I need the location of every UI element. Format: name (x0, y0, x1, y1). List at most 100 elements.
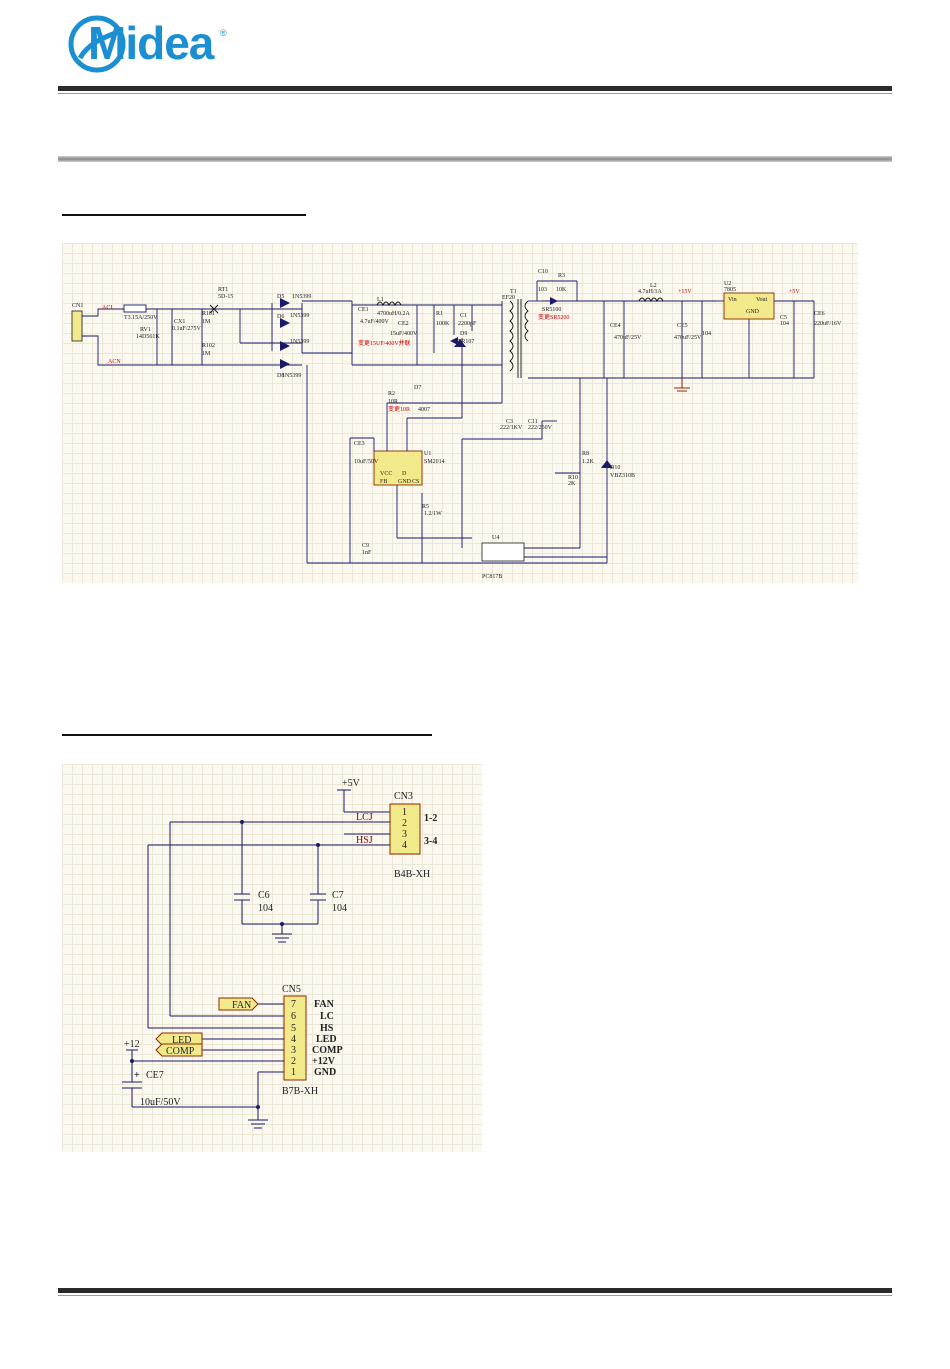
pair-label-1-2: 1-2 (424, 813, 437, 824)
svg-text:1N5399: 1N5399 (282, 373, 301, 379)
svg-text:ACL: ACL (102, 305, 114, 311)
svg-text:D10: D10 (610, 465, 620, 471)
svg-text:+15V: +15V (678, 289, 692, 295)
cn5-function: FAN (314, 999, 335, 1010)
svg-text:104: 104 (780, 321, 789, 327)
midea-logo: Midea ® (68, 14, 238, 74)
cn5-pin: 1 (291, 1067, 296, 1078)
cn3-pin: 2 (402, 818, 407, 829)
power-supply-schematic: CN1 ACL ACN T3.15A/250V RV1 14D561K CX1 … (62, 243, 858, 583)
svg-text:变更SR5200: 变更SR5200 (538, 313, 569, 321)
section-heading-underline-1 (62, 214, 306, 216)
cn3-pin: 1 (402, 807, 407, 818)
svg-text:D5: D5 (277, 294, 284, 300)
svg-text:CN1: CN1 (72, 303, 83, 309)
svg-text:CS: CS (412, 479, 419, 485)
cn5-type: B7B-XH (282, 1086, 318, 1097)
svg-text:FR107: FR107 (458, 339, 474, 345)
svg-text:R5: R5 (422, 504, 429, 510)
svg-text:15uF/400V: 15uF/400V (390, 331, 418, 337)
svg-text:14D561K: 14D561K (136, 334, 160, 340)
port-led: LED (172, 1035, 191, 1046)
section-heading-underline-2 (62, 734, 432, 736)
svg-text:变更15UF/400V并联: 变更15UF/400V并联 (358, 339, 411, 347)
svg-text:CE5: CE5 (677, 323, 688, 329)
header-rule (58, 86, 892, 91)
svg-text:4.7uH/1A: 4.7uH/1A (638, 289, 663, 295)
svg-text:R101: R101 (202, 311, 215, 317)
signal-lcj: LCJ (356, 812, 373, 823)
svg-text:104: 104 (702, 331, 711, 337)
cn5-pin: 2 (291, 1056, 296, 1067)
c7-ref: C7 (332, 890, 344, 901)
header-rule-thin (58, 93, 892, 94)
cn5-function: GND (314, 1067, 336, 1078)
svg-text:CE1: CE1 (358, 307, 369, 313)
footer-rule-thin (58, 1295, 892, 1296)
svg-text:U2: U2 (724, 281, 731, 287)
svg-text:5D-15: 5D-15 (218, 294, 233, 300)
svg-text:T3.15A/250V: T3.15A/250V (124, 315, 158, 321)
svg-text:R3: R3 (558, 273, 565, 279)
cn3-ref: CN3 (394, 791, 413, 802)
svg-text:4007: 4007 (418, 407, 430, 413)
svg-text:+: + (134, 1070, 140, 1081)
svg-text:CE3: CE3 (354, 441, 365, 447)
cn5-function: LED (316, 1034, 337, 1045)
cn5-function: LC (320, 1011, 334, 1022)
svg-text:SM2014: SM2014 (424, 459, 445, 465)
cn3-type: B4B-XH (394, 869, 430, 880)
c6-ref: C6 (258, 890, 270, 901)
svg-text:2K: 2K (568, 481, 576, 487)
svg-text:SR5100: SR5100 (542, 307, 561, 313)
svg-text:D8: D8 (277, 373, 284, 379)
c6-value: 104 (258, 903, 273, 914)
svg-text:C9: C9 (362, 543, 369, 549)
pair-label-3-4: 3-4 (424, 836, 437, 847)
svg-text:4.7uF/400V: 4.7uF/400V (360, 319, 390, 325)
svg-text:L2: L2 (650, 283, 657, 289)
svg-text:C10: C10 (538, 269, 548, 275)
svg-text:FB: FB (380, 479, 387, 485)
svg-text:Vin: Vin (728, 297, 737, 303)
svg-text:1nF: 1nF (362, 550, 372, 556)
cn5-function: COMP (312, 1045, 343, 1056)
svg-text:GND: GND (398, 479, 412, 485)
ce7-value: 10uF/50V (140, 1097, 181, 1108)
svg-text:R10: R10 (568, 475, 578, 481)
svg-text:R102: R102 (202, 343, 215, 349)
cn5-function: HS (320, 1023, 334, 1034)
svg-text:CX1: CX1 (174, 319, 185, 325)
svg-text:PC817B: PC817B (482, 574, 502, 580)
cn5-pin: 3 (291, 1045, 296, 1056)
svg-text:Vout: Vout (756, 297, 768, 303)
cn3-pin: 4 (402, 840, 407, 851)
signal-hsj: HSJ (356, 835, 373, 846)
connector-schematic: +5V CN3 1 2 3 4 LCJ HSJ 1-2 3-4 B4B-XH C… (62, 764, 482, 1152)
svg-text:222/1KV: 222/1KV (500, 425, 523, 431)
svg-text:1.2/1W: 1.2/1W (424, 511, 442, 517)
svg-text:VCC: VCC (380, 471, 392, 477)
svg-text:变更10R: 变更10R (388, 405, 410, 413)
svg-text:1N5399: 1N5399 (292, 294, 311, 300)
cn5-ref: CN5 (282, 984, 301, 995)
ce7-ref: CE7 (146, 1070, 164, 1081)
cn5-pin: 7 (291, 999, 296, 1010)
cn5-pin: 5 (291, 1023, 296, 1034)
svg-text:220uF/16V: 220uF/16V (814, 321, 842, 327)
svg-text:1N5399: 1N5399 (290, 339, 309, 345)
svg-text:CE4: CE4 (610, 323, 621, 329)
svg-text:222/250V: 222/250V (528, 425, 553, 431)
svg-text:GND: GND (746, 309, 760, 315)
svg-text:1M: 1M (202, 319, 211, 325)
svg-text:L1: L1 (377, 297, 384, 303)
cn5-pin: 4 (291, 1034, 296, 1045)
brand-name: Midea (88, 17, 214, 69)
svg-text:+5V: +5V (789, 289, 800, 295)
svg-text:2200pF: 2200pF (458, 321, 477, 327)
svg-text:4700uH/0.2A: 4700uH/0.2A (377, 311, 411, 317)
svg-text:EF20: EF20 (502, 295, 515, 301)
svg-text:470uF/25V: 470uF/25V (614, 335, 642, 341)
svg-text:0.1uF/275V: 0.1uF/275V (172, 326, 202, 332)
cn5-pin: 6 (291, 1011, 296, 1022)
